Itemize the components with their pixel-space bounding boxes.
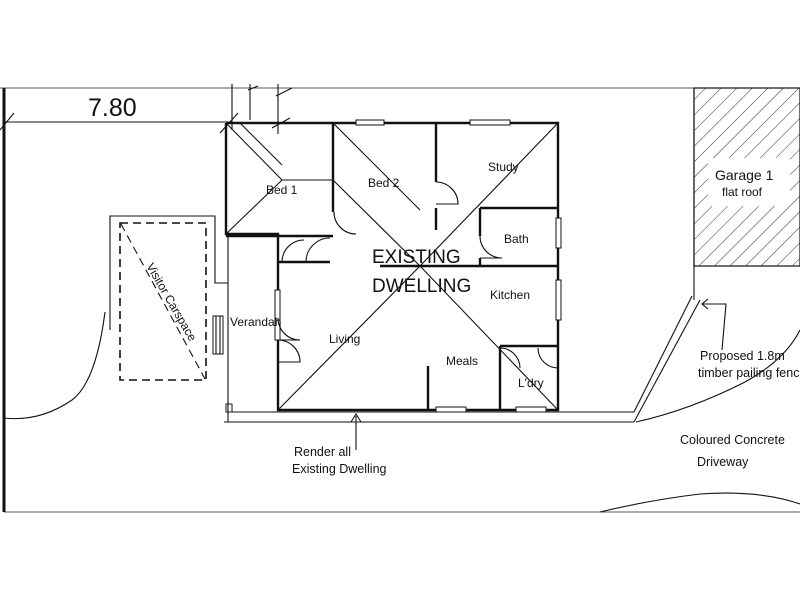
fence-leader	[701, 298, 727, 351]
drawing-frame	[0, 87, 800, 513]
dimension-label: 7.80	[88, 94, 137, 122]
driveway-note-line1: Coloured Concrete	[680, 433, 785, 447]
render-leader	[350, 412, 362, 450]
room-label-kitchen: Kitchen	[490, 288, 530, 302]
render-note-line2: Existing Dwelling	[292, 462, 387, 476]
room-label-bed1: Bed 1	[266, 183, 298, 197]
driveway-edge-curve	[599, 492, 800, 513]
room-label-verandah: Verandah	[230, 315, 281, 329]
garage-title: Garage 1	[715, 167, 774, 183]
boundary-curve-left	[3, 311, 106, 420]
room-label-bed2: Bed 2	[368, 176, 400, 190]
windows	[274, 119, 562, 413]
fence-note-line1: Proposed 1.8m	[700, 349, 785, 363]
existing-dwelling-line1: EXISTING	[372, 247, 461, 268]
visitor-carspace	[109, 215, 228, 381]
roof-lines	[225, 122, 559, 411]
room-label-laundry: L'dry	[518, 376, 544, 390]
visitor-carspace-label: Visitor Carspace	[143, 261, 199, 344]
dimension-line	[0, 84, 293, 134]
room-label-bath: Bath	[504, 232, 529, 246]
existing-dwelling-line2: DWELLING	[372, 276, 471, 297]
room-label-study: Study	[488, 160, 519, 174]
room-label-meals: Meals	[446, 354, 478, 368]
lot-boundary	[224, 232, 701, 423]
driveway-note-line2: Driveway	[697, 455, 749, 469]
garage	[693, 87, 800, 300]
room-label-living: Living	[329, 332, 360, 346]
garage-subtitle: flat roof	[722, 185, 763, 199]
render-note-line1: Render all	[294, 445, 351, 459]
door-swings	[277, 181, 559, 369]
boundary-curve-right	[635, 329, 800, 423]
fence-note-line2: timber pailing fenc	[698, 366, 799, 380]
